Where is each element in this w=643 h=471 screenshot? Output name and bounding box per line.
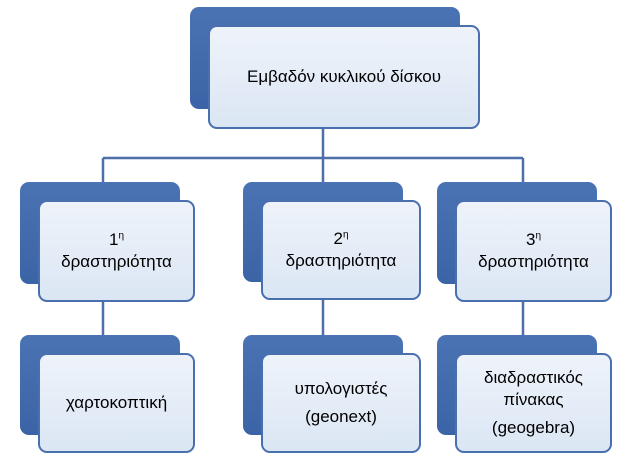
tool-node-3-box: διαδραστικός πίνακας (geogebra) [455, 353, 612, 453]
root-node-box: Εμβαδόν κυκλικού δίσκου [208, 25, 480, 129]
activity-1-label: δραστηριότητα [61, 252, 172, 271]
tool-2-line1: υπολογιστές [294, 379, 388, 398]
activity-node-1-box: 1η δραστηριότητα [38, 200, 195, 302]
tool-node-3: διαδραστικός πίνακας (geogebra) [437, 335, 612, 453]
root-label: Εμβαδόν κυκλικού δίσκου [247, 67, 441, 86]
tool-node-1-box: χαρτοκοπτική [38, 353, 195, 453]
activity-3-label: δραστηριότητα [478, 252, 589, 271]
activity-node-3-box: 3η δραστηριότητα [455, 200, 612, 302]
activity-1-number: 1η [108, 230, 125, 249]
tool-node-1: χαρτοκοπτική [20, 335, 195, 453]
activity-2-superscript: η [342, 229, 349, 241]
activity-2-label: δραστηριότητα [285, 251, 397, 270]
activity-3-superscript: η [535, 230, 542, 242]
tool-3-line3: (geogebra) [491, 418, 576, 437]
activity-node-1: 1η δραστηριότητα [20, 182, 195, 302]
tool-3-line2: πίνακας [503, 390, 564, 409]
activity-3-number: 3η [525, 230, 542, 249]
tool-node-2-box: υπολογιστές (geonext) [261, 353, 421, 453]
root-node: Εμβαδόν κυκλικού δίσκου [190, 7, 480, 129]
activity-2-number: 2η [333, 229, 349, 248]
activity-node-2: 2η δραστηριότητα [243, 182, 421, 300]
tool-node-2: υπολογιστές (geonext) [243, 335, 421, 453]
tool-1-line1: χαρτοκοπτική [65, 393, 168, 412]
tool-3-line1: διαδραστικός [484, 368, 583, 387]
activity-node-3: 3η δραστηριότητα [437, 182, 612, 302]
activity-node-2-box: 2η δραστηριότητα [261, 200, 421, 300]
activity-1-superscript: η [118, 230, 125, 242]
tool-2-line2: (geonext) [305, 407, 377, 426]
